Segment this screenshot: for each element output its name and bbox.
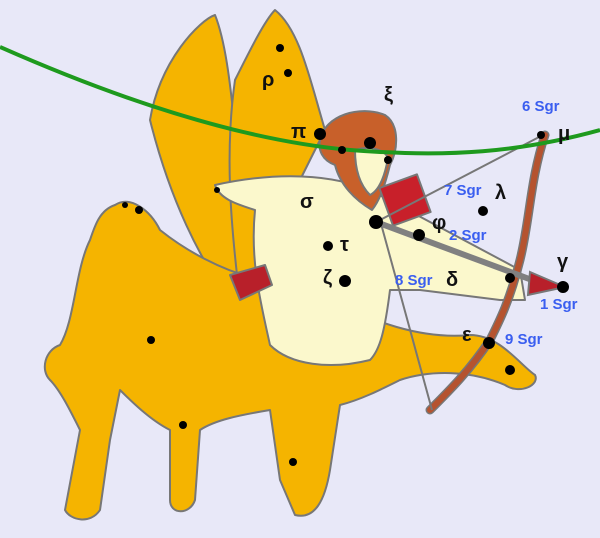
label-phi: φ — [432, 212, 447, 234]
label-gamma: γ — [557, 251, 569, 273]
label-tau: τ — [340, 234, 349, 256]
star-pi — [314, 128, 326, 140]
ecliptic-line — [0, 45, 600, 156]
arrow-head — [526, 270, 569, 297]
label-8-sgr: 8 Sgr — [395, 272, 433, 289]
star-zeta — [339, 275, 351, 287]
arrow-shaft — [374, 219, 542, 286]
back-wing — [149, 14, 256, 301]
label-7-sgr: 7 Sgr — [444, 182, 482, 199]
label-lambda: λ — [495, 182, 507, 204]
star-gamma — [557, 281, 569, 293]
star-tau — [323, 241, 333, 251]
star-sigma — [369, 215, 383, 229]
label-xi: ξ — [384, 84, 393, 106]
label-1-sgr: 1 Sgr — [540, 296, 578, 313]
star-rho2 — [284, 69, 292, 77]
label-delta: δ — [446, 269, 459, 291]
label-epsilon: ε — [462, 324, 472, 346]
label-zeta: ζ — [323, 267, 333, 289]
label-sigma: σ — [300, 191, 314, 213]
quiver — [229, 264, 273, 301]
label-pi: π — [291, 121, 307, 143]
star-lambda — [478, 206, 488, 216]
face — [354, 147, 389, 196]
star-delta — [505, 273, 515, 283]
horse-body — [43, 200, 537, 521]
human-torso — [214, 175, 526, 366]
label-2-sgr: 2 Sgr — [449, 227, 487, 244]
star-epsilon — [483, 337, 495, 349]
star-mu — [537, 131, 545, 139]
label-6-sgr: 6 Sgr — [522, 98, 560, 115]
stars — [122, 44, 569, 466]
star-rho1 — [276, 44, 284, 52]
label-9-sgr: 9 Sgr — [505, 331, 543, 348]
label-mu: μ — [558, 123, 571, 145]
star-xi — [364, 137, 376, 149]
label-rho: ρ — [262, 69, 275, 91]
star-phi — [413, 229, 425, 241]
